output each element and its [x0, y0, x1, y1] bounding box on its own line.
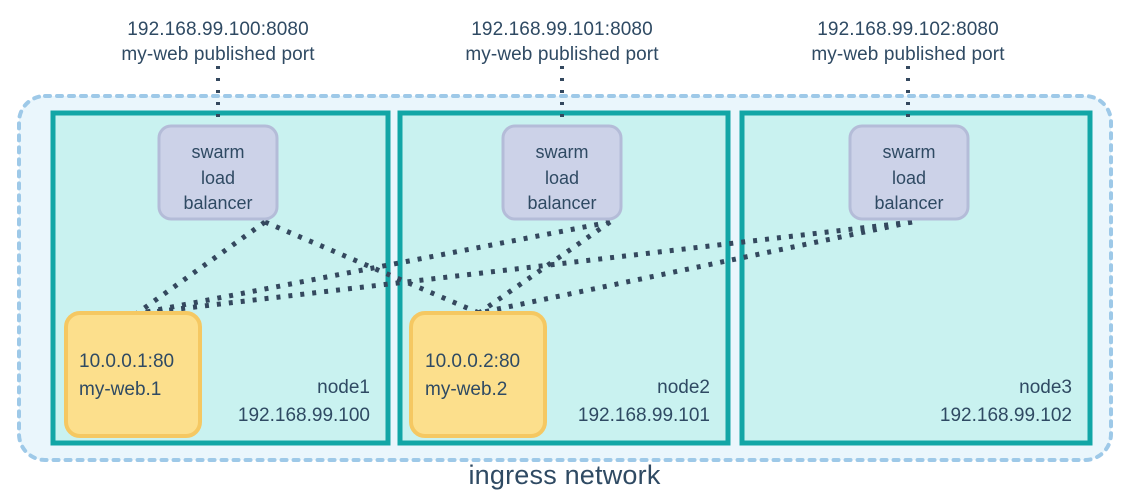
task-label-my-web-2: 10.0.0.2:80 my-web.2 — [425, 348, 545, 403]
node-label-node2: node2 192.168.99.101 — [470, 374, 710, 429]
published-port-address: 192.168.99.101:8080 — [471, 19, 653, 40]
load-balancer-box-node2[interactable] — [501, 124, 623, 221]
connector-lb1-to-task1 — [134, 219, 267, 317]
load-balancer-line-2: load — [544, 167, 580, 188]
load-balancer-line-3: balancer — [874, 193, 944, 214]
published-port-description: my-web published port — [811, 44, 1005, 66]
connector-lb3-to-task2 — [478, 219, 913, 316]
load-balancer-label-node2: swarm load balancer — [503, 140, 621, 217]
task-box-my-web-1[interactable] — [64, 311, 202, 438]
task-label-my-web-1: 10.0.0.1:80 my-web.1 — [79, 348, 199, 403]
node-ip: 192.168.99.100 — [237, 404, 370, 426]
load-balancer-line-2: load — [891, 167, 927, 188]
published-port-label-node1: 192.168.99.100:8080 my-web published por… — [118, 17, 318, 67]
connector-lb1-to-task2 — [264, 219, 480, 316]
published-port-label-node2: 192.168.99.101:8080 my-web published por… — [462, 17, 662, 67]
connector-lb3-to-task1 — [135, 219, 913, 317]
node-label-node1: node1 192.168.99.100 — [128, 374, 370, 429]
load-balancer-box-node3[interactable] — [848, 124, 970, 221]
published-port-description: my-web published port — [465, 44, 659, 66]
node-ip: 192.168.99.102 — [939, 404, 1072, 426]
load-balancer-line-2: load — [200, 167, 236, 188]
task-name: my-web.2 — [425, 378, 508, 400]
load-balancer-line-1: swarm — [882, 142, 936, 162]
task-name: my-web.1 — [79, 378, 162, 400]
connector-lb2-to-task2 — [477, 219, 612, 316]
load-balancer-label-node1: swarm load balancer — [159, 140, 277, 217]
load-balancer-box-node1[interactable] — [157, 124, 279, 221]
node-ip: 192.168.99.101 — [577, 404, 710, 426]
published-port-address: 192.168.99.100:8080 — [127, 19, 309, 40]
node-name: node2 — [657, 377, 710, 398]
published-port-description: my-web published port — [121, 44, 315, 66]
node-label-node3: node3 192.168.99.102 — [830, 374, 1072, 429]
node-name: node1 — [317, 377, 370, 398]
ingress-network-title: ingress network — [468, 460, 661, 490]
load-balancer-line-1: swarm — [191, 142, 245, 162]
task-address: 10.0.0.1:80 — [79, 351, 175, 372]
published-port-address: 192.168.99.102:8080 — [817, 19, 999, 40]
load-balancer-label-node3: swarm load balancer — [850, 140, 968, 217]
load-balancer-line-3: balancer — [183, 193, 253, 214]
task-box-my-web-2[interactable] — [409, 311, 547, 438]
node-name: node3 — [1019, 377, 1072, 398]
connector-lb2-to-task1 — [135, 219, 611, 317]
load-balancer-line-3: balancer — [527, 193, 597, 214]
load-balancer-line-1: swarm — [535, 142, 589, 162]
task-address: 10.0.0.2:80 — [425, 351, 521, 372]
published-port-label-node3: 192.168.99.102:8080 my-web published por… — [808, 17, 1008, 67]
